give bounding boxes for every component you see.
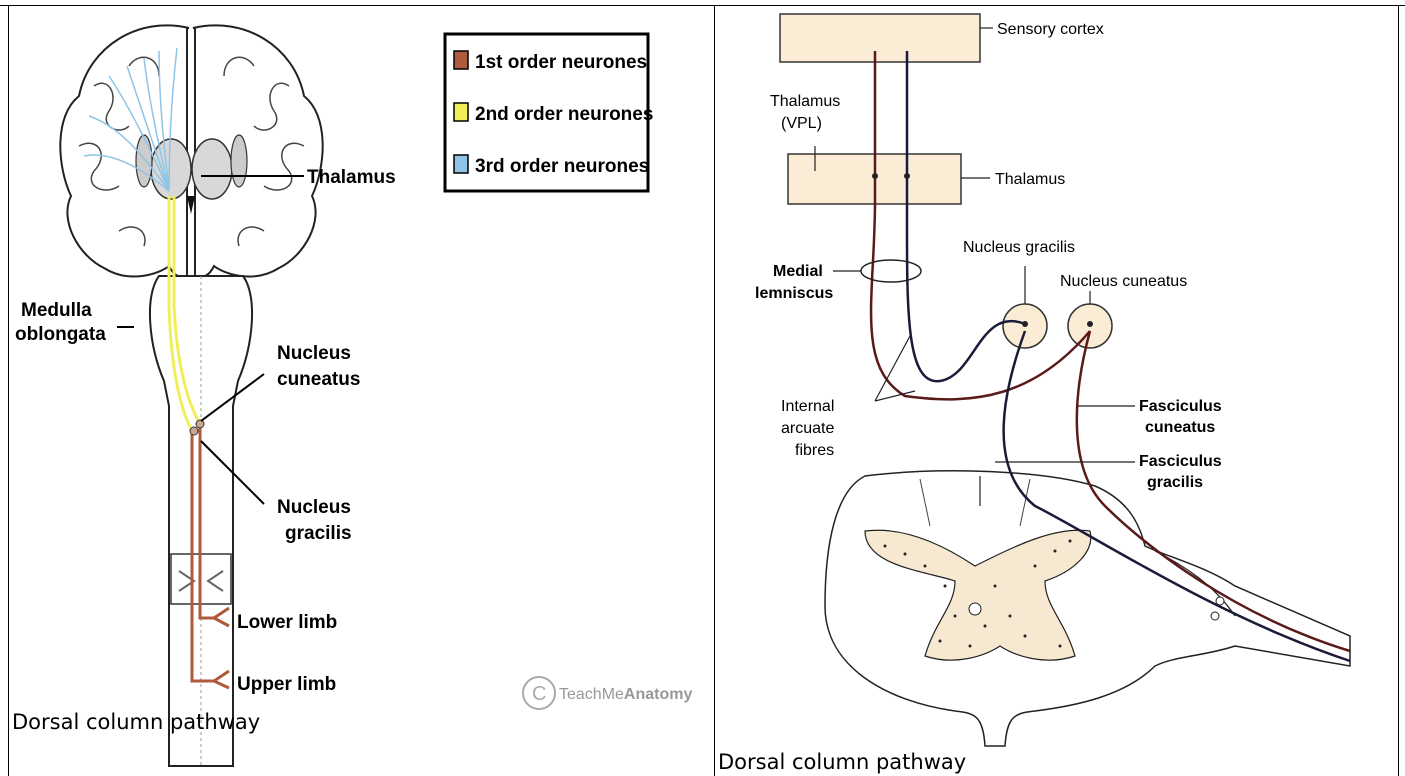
- right-caption: Dorsal column pathway: [718, 750, 966, 774]
- watermark-prefix: TeachMe: [559, 686, 624, 703]
- right-diagram: Sensory cortex Thalamus (VPL) Thalamus M…: [715, 6, 1398, 776]
- label-internal-arcuate-1: Internal: [781, 398, 834, 415]
- label-thalamus-vpl-2: (VPL): [781, 115, 822, 132]
- legend-swatch-2nd: [454, 103, 468, 121]
- label-thalamus-right: Thalamus: [995, 171, 1065, 188]
- label-fasciculus-cuneatus-1: Fasciculus: [1139, 398, 1222, 415]
- left-caption: Dorsal column pathway: [12, 710, 260, 734]
- medial-lemniscus-ring: [861, 260, 921, 282]
- left-thalamus: [151, 139, 191, 199]
- label-fasciculus-cuneatus-2: cuneatus: [1145, 419, 1215, 436]
- legend-swatch-3rd: [454, 155, 468, 173]
- label-gracilis-line2: gracilis: [285, 523, 352, 544]
- legend-label-3rd: 3rd order neurones: [475, 156, 649, 177]
- teachmeanatomy-watermark: C TeachMeAnatomy: [523, 677, 692, 709]
- label-medial-lemniscus-1: Medial: [773, 263, 823, 280]
- label-lower-limb: Lower limb: [237, 612, 337, 633]
- svg-text:C: C: [532, 683, 546, 705]
- watermark-bold: Anatomy: [624, 686, 693, 703]
- right-thalamus: [192, 139, 232, 199]
- label-medulla-line1: Medulla: [21, 300, 92, 321]
- svg-text:TeachMeAnatomy: TeachMeAnatomy: [559, 686, 692, 703]
- label-sensory-cortex: Sensory cortex: [997, 21, 1104, 38]
- label-fasciculus-gracilis-2: gracilis: [1147, 474, 1203, 491]
- label-thalamus-vpl-1: Thalamus: [770, 93, 840, 110]
- left-diagram: 1st order neurones 2nd order neurones 3r…: [9, 6, 714, 776]
- brain-coronal-section: [60, 25, 322, 276]
- label-nucleus-gracilis: Nucleus gracilis: [963, 239, 1075, 256]
- legend-label-2nd: 2nd order neurones: [475, 104, 653, 125]
- label-fasciculus-gracilis-1: Fasciculus: [1139, 453, 1222, 470]
- spinal-cord-section: [825, 471, 1350, 746]
- label-medial-lemniscus-2: lemniscus: [755, 285, 833, 302]
- label-nucleus-cuneatus: Nucleus cuneatus: [1060, 273, 1187, 290]
- label-upper-limb: Upper limb: [237, 674, 336, 695]
- label-thalamus: Thalamus: [307, 167, 396, 188]
- label-internal-arcuate-2: arcuate: [781, 420, 834, 437]
- sensory-cortex-block: [780, 14, 980, 62]
- label-gracilis-line1: Nucleus: [277, 497, 351, 518]
- label-medulla-line2: oblongata: [15, 324, 106, 345]
- legend-label-1st: 1st order neurones: [475, 52, 647, 73]
- legend: 1st order neurones 2nd order neurones 3r…: [445, 34, 653, 191]
- label-cuneatus-line2: cuneatus: [277, 369, 360, 390]
- legend-swatch-1st: [454, 51, 468, 69]
- label-cuneatus-line1: Nucleus: [277, 343, 351, 364]
- label-internal-arcuate-3: fibres: [795, 442, 834, 459]
